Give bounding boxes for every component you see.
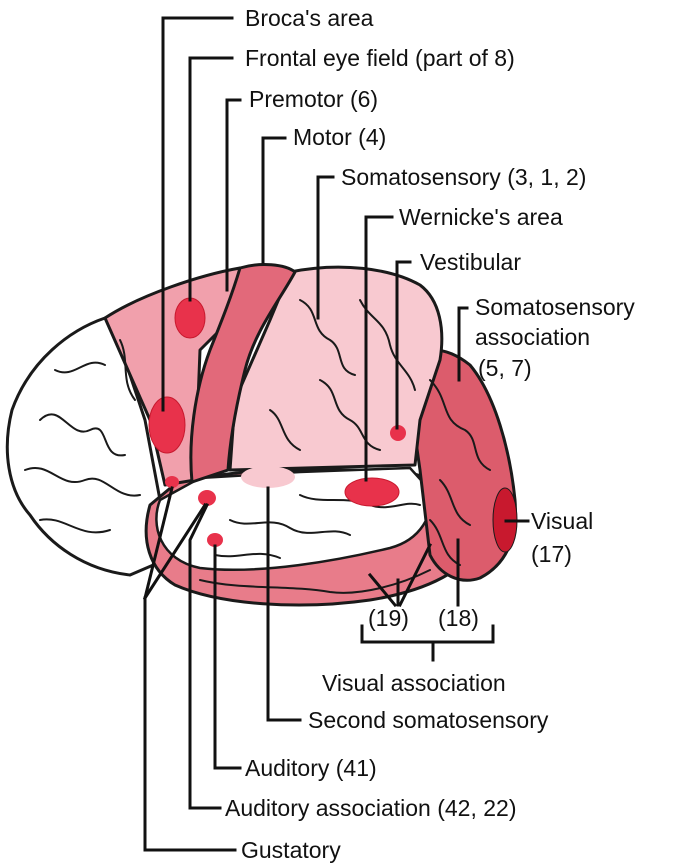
label-visual-association: Visual association (322, 670, 506, 696)
somatosensory-region (228, 265, 444, 472)
label-vestibular: Vestibular (420, 249, 522, 275)
label-auditory: Auditory (41) (245, 755, 377, 781)
auditory-association-spot (207, 533, 223, 547)
auditory-spot (198, 490, 216, 506)
frontal-eye-field-spot (174, 297, 206, 339)
second-somatosensory-spot (241, 466, 295, 488)
motor-region (189, 263, 297, 484)
label-frontal-eye-field: Frontal eye field (part of 8) (245, 45, 515, 71)
label-auditory-association: Auditory association (42, 22) (225, 795, 517, 821)
label-motor: Motor (4) (293, 124, 387, 150)
label-somatosensory: Somatosensory (3, 1, 2) (341, 164, 587, 190)
wernickes-area-spot (344, 477, 400, 507)
label-visual-1: Visual (531, 508, 594, 534)
label-somatosensory-association-3: (5, 7) (478, 355, 532, 381)
vestibular-spot (390, 425, 406, 441)
label-brocas-area: Broca's area (245, 5, 374, 31)
brocas-area-spot (148, 396, 186, 454)
gyri-lines (24, 299, 491, 594)
label-gustatory: Gustatory (241, 837, 341, 863)
label-premotor: Premotor (6) (249, 86, 379, 112)
label-area-18: (18) (438, 605, 479, 631)
gustatory-spot (165, 476, 179, 488)
leader-lines (142, 16, 530, 852)
prefrontal-region (5, 316, 167, 577)
label-visual-2: (17) (531, 541, 572, 567)
label-somatosensory-association-1: Somatosensory (475, 294, 635, 320)
label-wernickes-area: Wernicke's area (399, 204, 563, 230)
label-second-somatosensory: Second somatosensory (308, 707, 549, 733)
label-somatosensory-association-2: association (475, 324, 591, 350)
label-area-19: (19) (368, 605, 409, 631)
